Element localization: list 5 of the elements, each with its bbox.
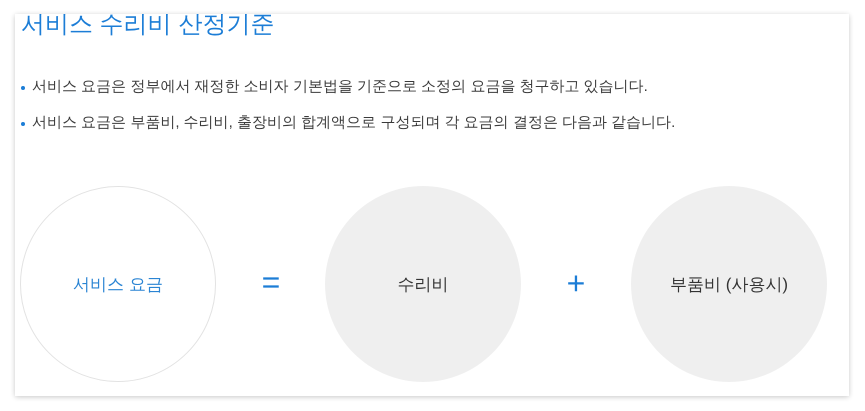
bullet-text: 서비스 요금은 부품비, 수리비, 출장비의 합계액으로 구성되며 각 요금의 결정은 다음과 같습니다. [32,113,676,133]
plus-sign: + [566,265,586,301]
equals-sign: = [260,264,282,300]
heading: 서비스 수리비 산정기준 [21,10,274,40]
bullet-text: 서비스 요금은 정부에서 재정한 소비자 기본법을 기준으로 소정의 요금을 청구하고 있습니다. [32,77,648,97]
